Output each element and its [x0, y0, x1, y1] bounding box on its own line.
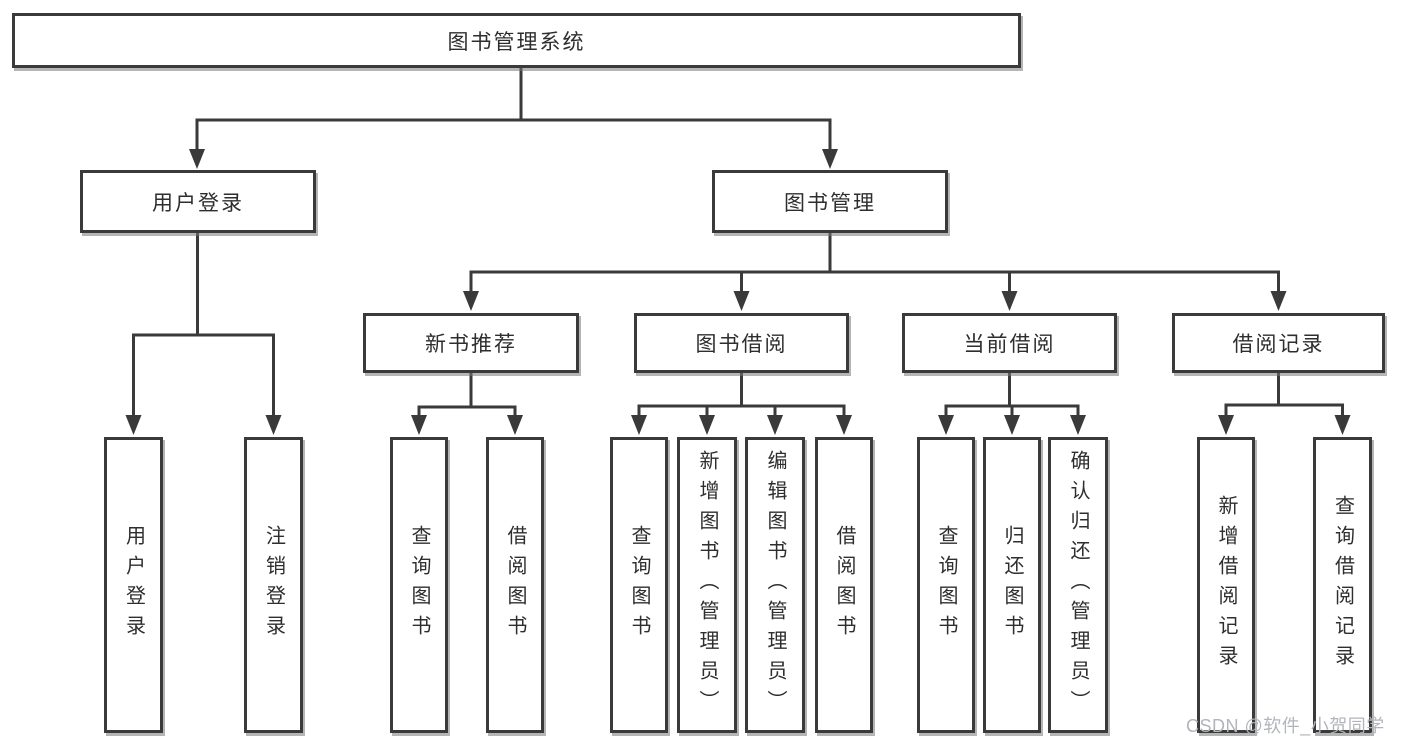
arrow-down-icon — [733, 291, 750, 311]
node-book-borrowing: 图书借阅 — [634, 313, 849, 373]
arrow-down-icon — [1004, 415, 1020, 435]
leaf-records-add-record: 新增借阅记录 — [1197, 437, 1255, 733]
leaf-borrowing-edit-book-admin-label: 编辑图书（管理员） — [764, 450, 786, 720]
leaf-current-query-book-label: 查询图书 — [935, 525, 957, 645]
arrowheads — [125, 149, 1351, 435]
node-user-login: 用户登录 — [80, 170, 316, 233]
connector-bookborrow-to-leaves — [637, 373, 846, 420]
arrow-down-icon — [189, 149, 205, 169]
leaf-current-query-book: 查询图书 — [917, 437, 975, 733]
leaf-logout-label: 注销登录 — [262, 525, 285, 645]
arrow-down-icon — [836, 415, 852, 435]
arrow-down-icon — [1001, 291, 1018, 311]
connector-records-to-leaves — [1224, 373, 1344, 420]
arrow-down-icon — [125, 415, 142, 435]
arrow-down-icon — [767, 415, 783, 435]
leaf-recommend-borrow-book-label: 借阅图书 — [504, 525, 526, 645]
node-new-book-recommend-label: 新书推荐 — [425, 333, 517, 356]
arrow-down-icon — [1070, 415, 1086, 435]
leaf-current-return-book-label: 归还图书 — [1001, 525, 1023, 645]
arrow-down-icon — [1218, 415, 1234, 435]
leaf-recommend-query-book: 查询图书 — [390, 437, 448, 733]
arrow-down-icon — [463, 291, 479, 311]
connector-newbook-to-leaves — [417, 373, 517, 420]
arrow-down-icon — [631, 415, 647, 435]
node-book-borrowing-label: 图书借阅 — [695, 333, 788, 356]
connector-currentborrow-to-leaves — [944, 373, 1080, 420]
node-book-management: 图书管理 — [712, 170, 948, 233]
node-borrowing-records: 借阅记录 — [1172, 313, 1385, 373]
leaf-current-confirm-return-admin-label: 确认归还（管理员） — [1067, 450, 1089, 720]
leaf-current-confirm-return-admin: 确认归还（管理员） — [1048, 437, 1108, 733]
arrow-down-icon — [1270, 291, 1287, 311]
arrow-down-icon — [699, 415, 715, 435]
node-root-label: 图书管理系统 — [447, 30, 586, 54]
leaf-records-add-record-label: 新增借阅记录 — [1215, 495, 1237, 675]
leaf-logout: 注销登录 — [244, 437, 303, 733]
leaf-borrowing-borrow-book-label: 借阅图书 — [833, 525, 855, 645]
arrow-down-icon — [822, 149, 838, 169]
csdn-watermark: CSDN @软件_小贺同学 — [1186, 716, 1385, 736]
leaf-recommend-query-book-label: 查询图书 — [408, 525, 430, 645]
node-current-borrowing: 当前借阅 — [902, 313, 1117, 373]
leaf-borrowing-query-book-label: 查询图书 — [628, 525, 650, 645]
node-current-borrowing-label: 当前借阅 — [963, 333, 1056, 356]
leaf-user-login-label: 用户登录 — [122, 525, 145, 645]
leaf-user-login: 用户登录 — [104, 437, 163, 733]
connector-userlogin-to-leaves — [132, 233, 275, 419]
leaf-current-return-book: 归还图书 — [983, 437, 1041, 733]
node-user-login-label: 用户登录 — [152, 191, 244, 215]
arrow-down-icon — [1334, 415, 1351, 435]
connector-root-to-level2 — [195, 68, 832, 153]
leaf-borrowing-add-book-admin: 新增图书（管理员） — [677, 437, 737, 733]
leaf-borrowing-edit-book-admin: 编辑图书（管理员） — [745, 437, 805, 733]
leaf-borrowing-borrow-book: 借阅图书 — [815, 437, 873, 733]
node-borrowing-records-label: 借阅记录 — [1232, 333, 1325, 356]
arrow-down-icon — [411, 415, 427, 435]
node-book-management-label: 图书管理 — [784, 191, 876, 215]
node-root: 图书管理系统 — [12, 13, 1021, 68]
leaf-borrowing-query-book: 查询图书 — [610, 437, 668, 733]
leaf-records-query-record-label: 查询借阅记录 — [1331, 495, 1354, 675]
arrow-down-icon — [938, 415, 954, 435]
leaf-recommend-borrow-book: 借阅图书 — [486, 437, 544, 733]
connector-bookmgmt-to-level3 — [469, 233, 1280, 295]
leaf-borrowing-add-book-admin-label: 新增图书（管理员） — [696, 450, 718, 720]
leaf-records-query-record: 查询借阅记录 — [1313, 437, 1372, 733]
node-new-book-recommend: 新书推荐 — [363, 313, 579, 373]
arrow-down-icon — [265, 415, 282, 435]
arrow-down-icon — [507, 415, 523, 435]
